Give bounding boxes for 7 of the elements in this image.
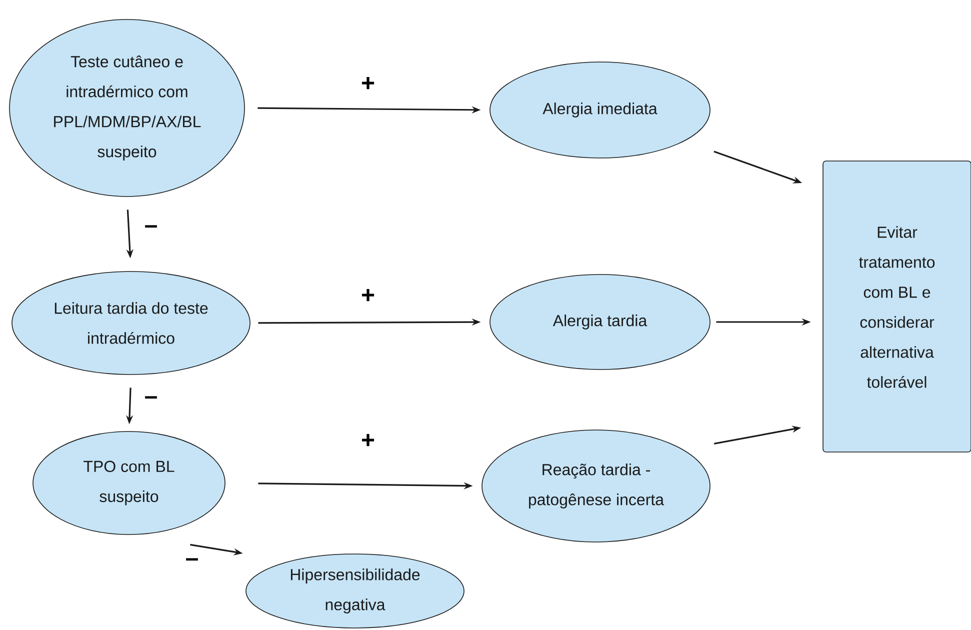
edge-label: –: [143, 224, 159, 234]
edge-label: +: [360, 76, 376, 92]
edge-label: –: [184, 557, 200, 567]
edge-label: +: [360, 432, 376, 450]
edge-label: –: [143, 395, 159, 405]
edge-label: +: [360, 288, 376, 304]
process-box: Evitar tratamento com BL e considerar alternativa tolerável: [822, 160, 971, 452]
